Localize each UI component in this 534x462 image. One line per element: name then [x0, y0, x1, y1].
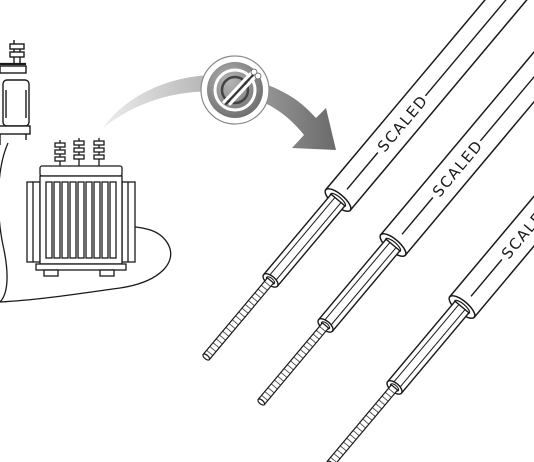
- cable-insulation: [317, 238, 401, 333]
- curved-arrow-icon: [103, 75, 336, 150]
- cable-conductor-tip: [257, 398, 266, 406]
- cable: SCALED: [257, 0, 534, 406]
- cable-conductor: [326, 384, 399, 462]
- cable-insulation: [386, 300, 470, 395]
- cable: SCALED: [202, 0, 534, 361]
- wiring-line: [0, 142, 9, 303]
- power-transformer-icon: [26, 138, 136, 277]
- cable-label-band: [424, 0, 534, 97]
- cable-insulation-line: [273, 202, 342, 284]
- cable-insulation-line: [322, 242, 391, 324]
- cable-insulation-line: [267, 197, 336, 279]
- cable-conductor-tip: [202, 353, 211, 361]
- cable-label-band: [401, 197, 434, 235]
- cable-label-band: [479, 0, 534, 142]
- cable-label-band: [470, 259, 503, 297]
- cable-conductor-tip: [326, 460, 335, 462]
- bushing: [54, 140, 66, 166]
- cable-insulation-line: [391, 304, 460, 386]
- bushing: [93, 138, 105, 166]
- cable-label-band: [346, 152, 379, 190]
- radiator-fins: [45, 181, 117, 259]
- cable-insulation-line: [328, 247, 397, 329]
- cable-insulation: [262, 193, 346, 288]
- wiring-loop: [0, 225, 172, 303]
- cable-core-badge-icon: [200, 55, 270, 125]
- bushing: [73, 138, 85, 166]
- cable-insulation-line: [397, 309, 466, 391]
- utility-pole-transformer-icon: [0, 40, 31, 145]
- cable-conductor: [257, 322, 330, 406]
- cable-conductor: [202, 277, 275, 361]
